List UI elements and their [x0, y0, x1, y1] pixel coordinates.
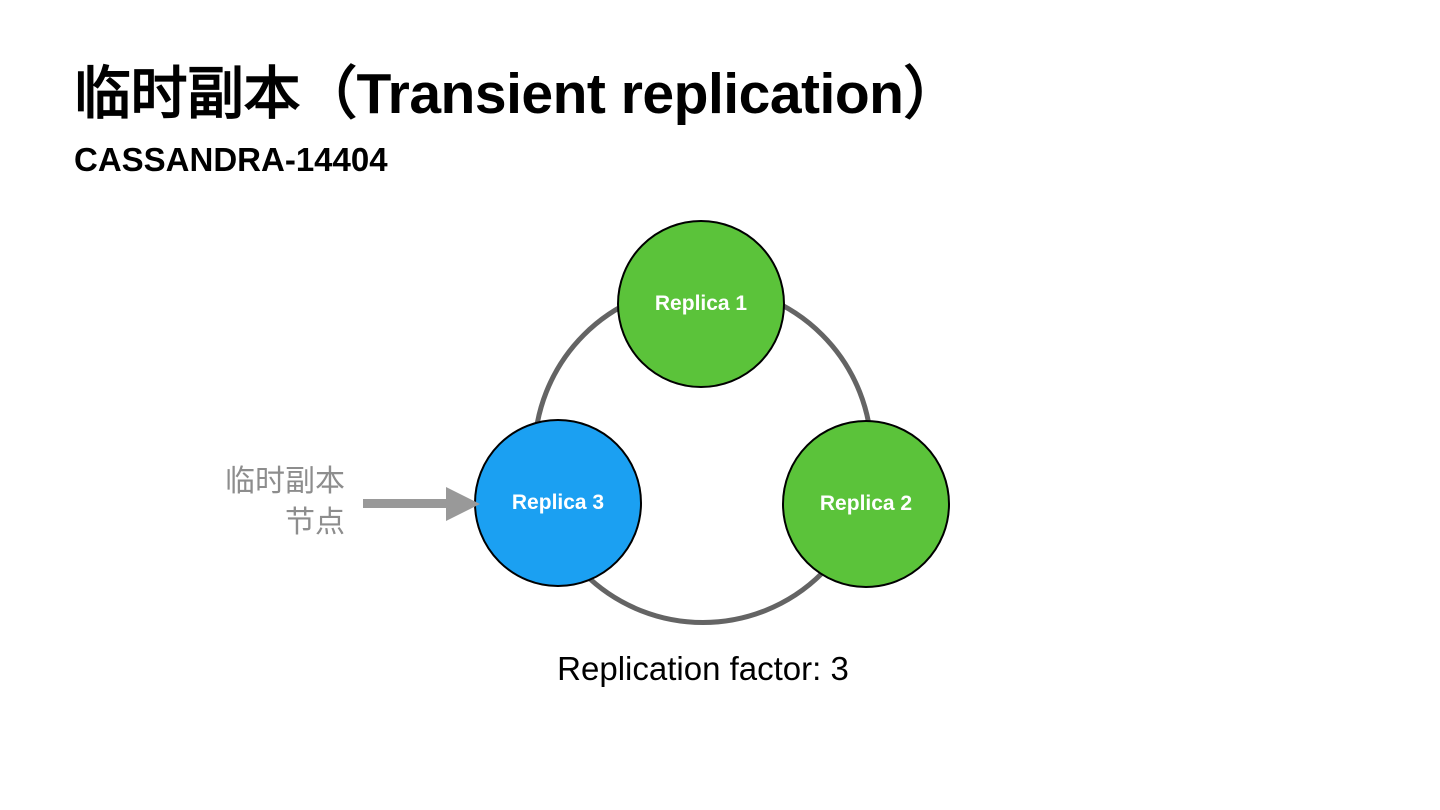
page-title: 临时副本（Transient replication）: [74, 62, 960, 126]
node-replica-1-label: Replica 1: [654, 292, 748, 315]
node-replica-2: Replica 2: [782, 420, 950, 588]
node-replica-1: Replica 1: [617, 220, 785, 388]
node-replica-3-transient: Replica 3: [474, 419, 642, 587]
slide-subtitle: CASSANDRA-14404: [74, 141, 388, 178]
annotation-line-2: 节点: [285, 506, 345, 539]
arrow-shaft: [363, 499, 447, 508]
replication-factor-caption: Replication factor: 3: [557, 650, 849, 687]
annotation-line-1: 临时副本: [225, 465, 345, 498]
node-replica-3-label: Replica 3: [511, 491, 605, 514]
arrow-right-icon: [446, 487, 480, 521]
node-replica-2-label: Replica 2: [819, 492, 913, 515]
transient-node-annotation: 临时副本 节点: [130, 461, 345, 543]
